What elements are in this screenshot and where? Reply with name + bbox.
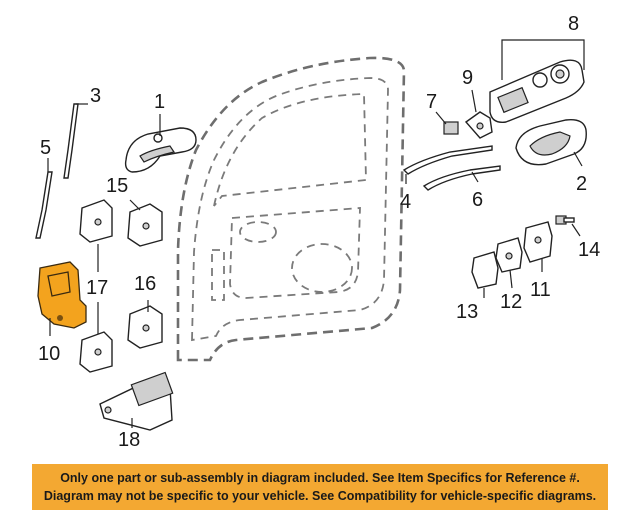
lock-rod-4 [402, 145, 493, 175]
callout-16: 16 [134, 273, 156, 295]
disclaimer-banner: Only one part or sub-assembly in diagram… [32, 464, 608, 510]
callout-7: 7 [426, 91, 437, 113]
door-lock-actuator [37, 261, 87, 329]
striker-bolt [555, 215, 575, 225]
callout-1: 1 [154, 91, 165, 113]
outside-door-handle [124, 127, 197, 173]
callout-14: 14 [578, 239, 600, 261]
callout-15: 15 [106, 175, 128, 197]
hinge-door-side-upper [79, 199, 113, 243]
door-check [99, 371, 174, 431]
door-frame-outline [176, 56, 406, 362]
disclaimer-line-2: Diagram may not be specific to your vehi… [43, 489, 597, 503]
callout-labels: 1 2 3 4 5 6 7 8 9 10 11 12 13 14 15 16 1… [38, 13, 600, 451]
door-striker [495, 237, 523, 273]
lock-rod-6 [422, 165, 501, 191]
leader-lines [47, 39, 585, 428]
callout-8: 8 [568, 13, 579, 35]
striker-shim [471, 251, 499, 289]
switch-assembly [489, 59, 585, 123]
callout-12: 12 [500, 291, 522, 313]
lower-hinge-body [127, 305, 163, 349]
lock-rod-3 [63, 103, 79, 179]
callout-17: 17 [86, 277, 108, 299]
callout-11: 11 [530, 279, 551, 301]
striker-plate [523, 221, 553, 263]
callout-6: 6 [472, 189, 483, 211]
disclaimer-line-1: Only one part or sub-assembly in diagram… [60, 471, 580, 485]
callout-5: 5 [40, 137, 51, 159]
callout-13: 13 [456, 301, 478, 323]
lock-rod-5 [35, 171, 53, 239]
hinge-door-side-lower [79, 331, 113, 373]
callout-2: 2 [576, 173, 587, 195]
callout-9: 9 [462, 67, 473, 89]
callout-3: 3 [90, 85, 101, 107]
door-hardware-diagram: 1 2 3 4 5 6 7 8 9 10 11 12 13 14 15 16 1… [35, 13, 600, 451]
upper-hinge-body [127, 203, 163, 247]
handle-bracket [464, 111, 493, 139]
inside-door-handle [515, 119, 587, 166]
callout-18: 18 [118, 429, 140, 451]
callout-4: 4 [400, 191, 411, 213]
rod-clip [443, 121, 459, 135]
callout-10: 10 [38, 343, 60, 365]
